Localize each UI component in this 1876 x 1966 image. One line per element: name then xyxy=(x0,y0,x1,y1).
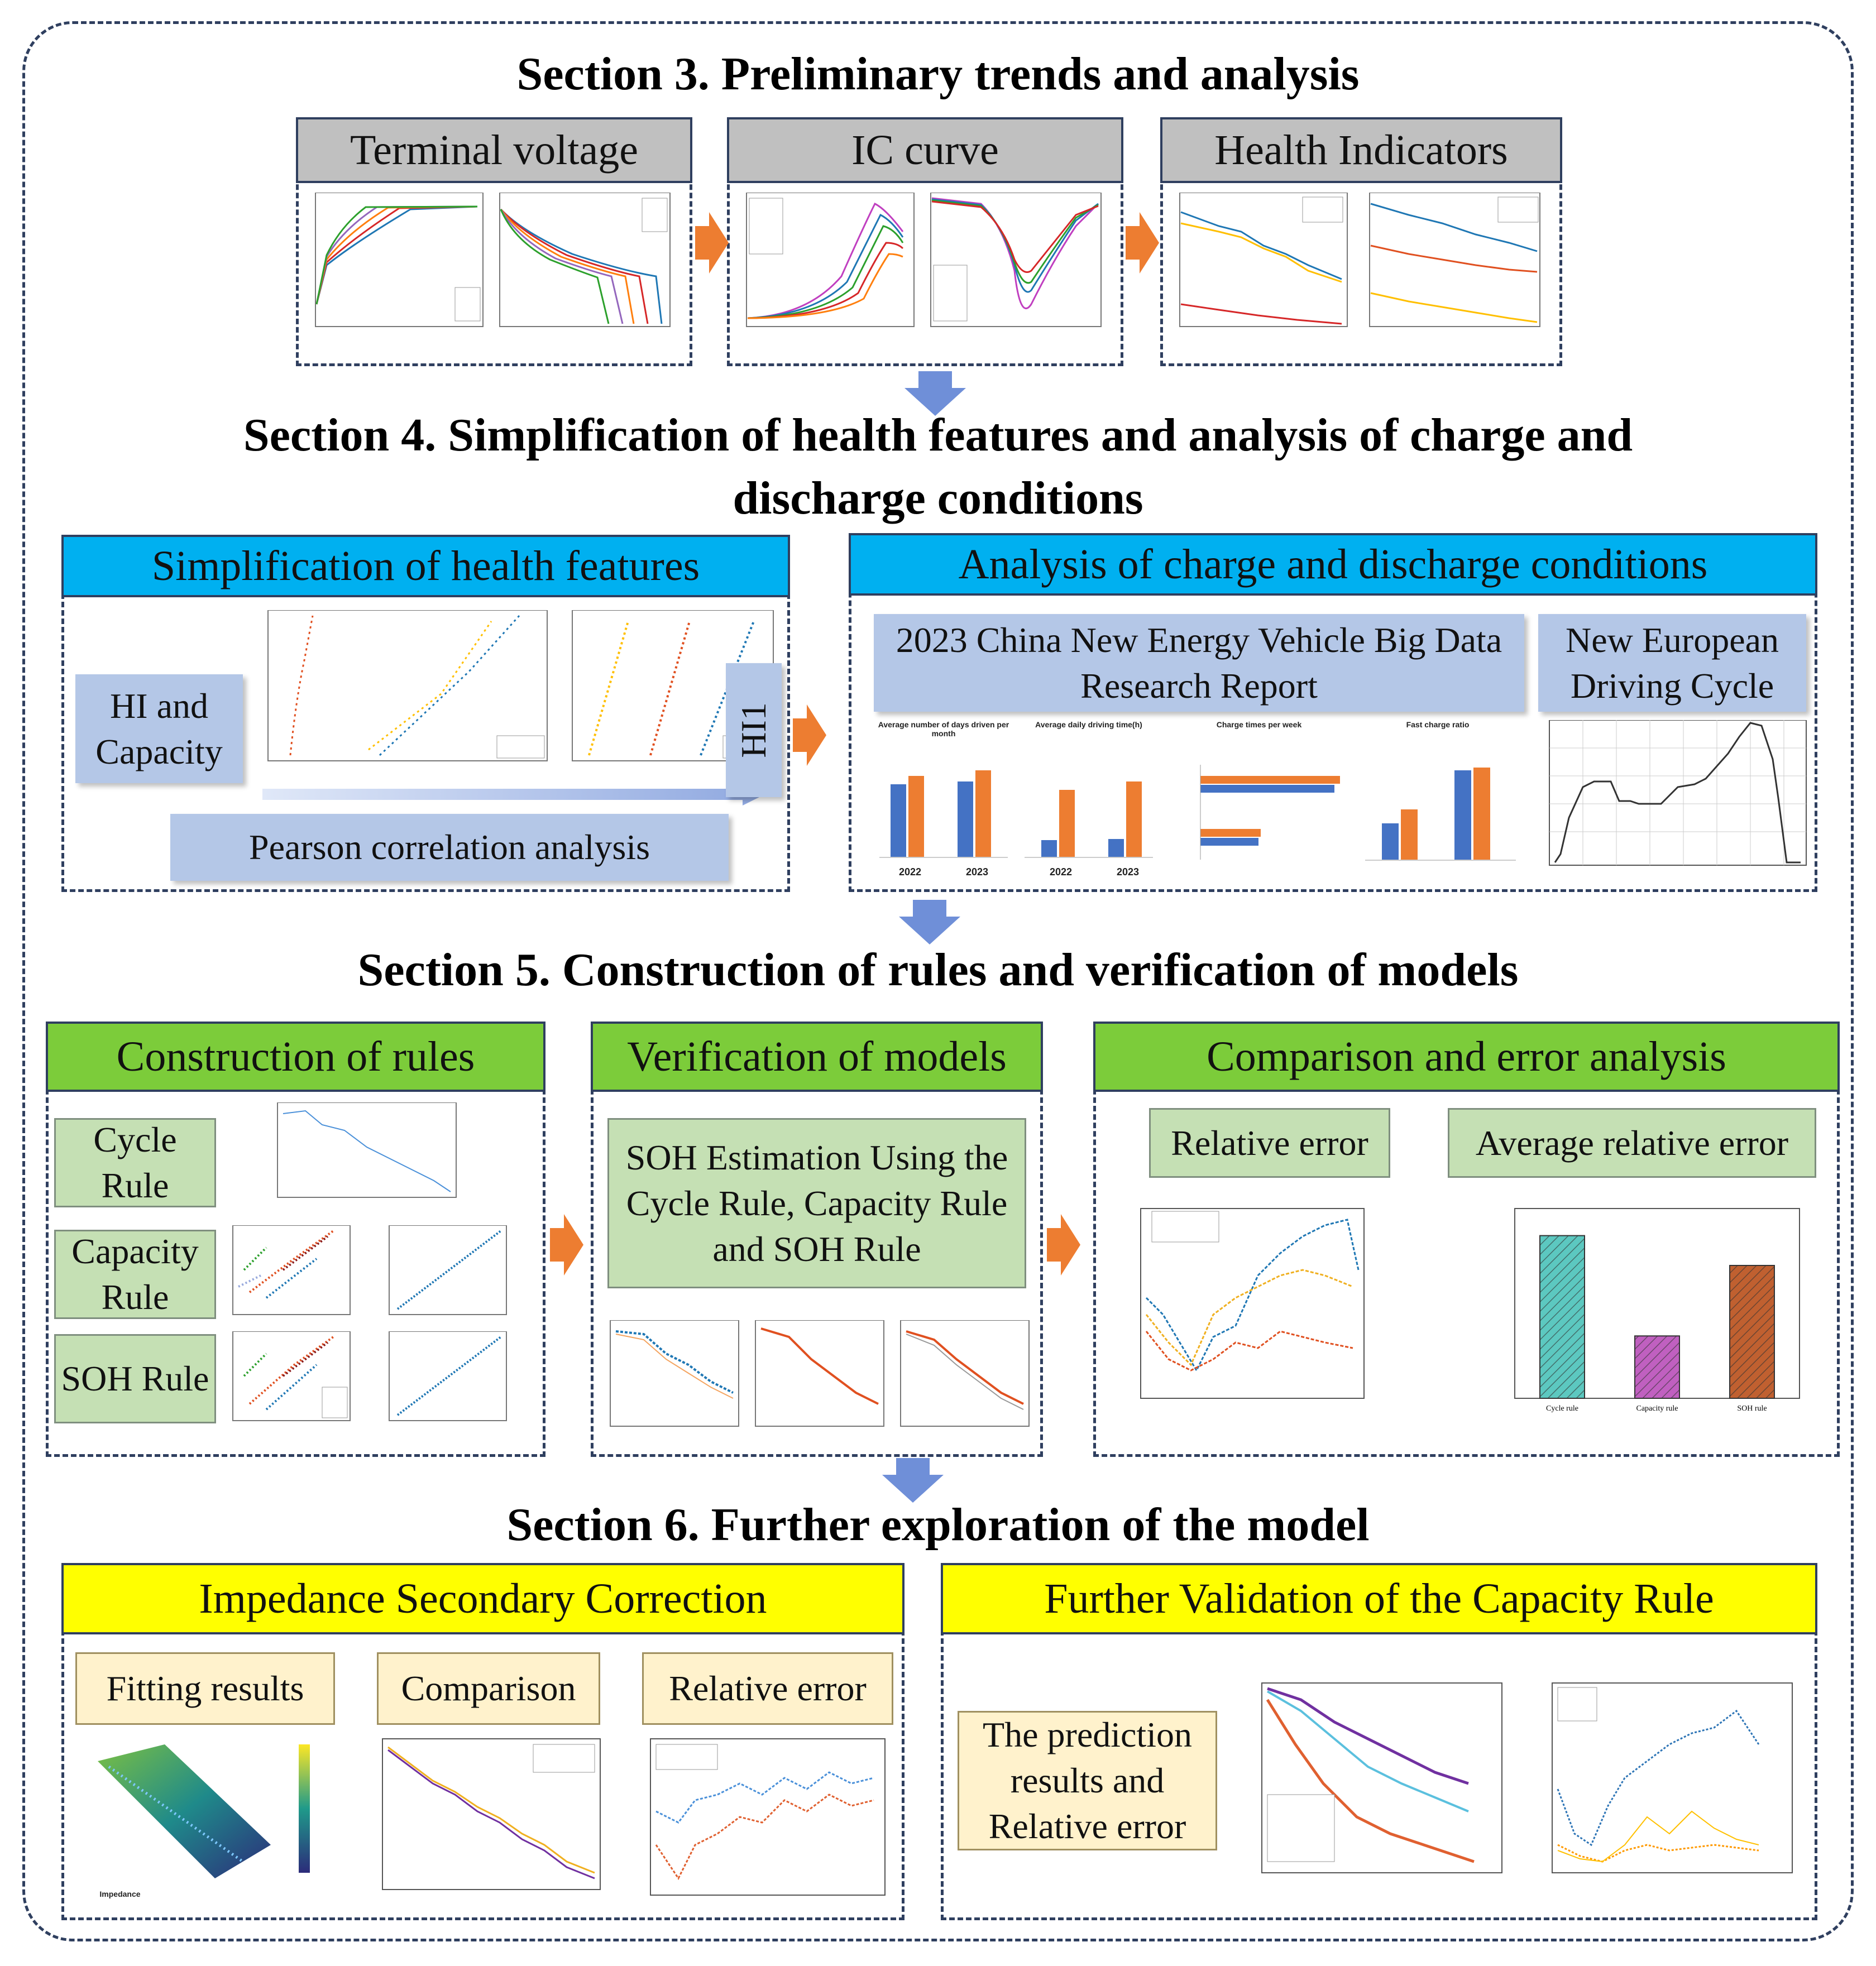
terminal-voltage-panel: Terminal voltage xyxy=(296,117,692,366)
impedance-header: Impedance Secondary Correction xyxy=(61,1563,904,1634)
orange-arrow-4 xyxy=(550,1214,583,1275)
mini-chart-charge-times-bars xyxy=(1200,765,1340,860)
verification-panel: Verification of models SOH Estimation Us… xyxy=(591,1022,1043,1457)
impedance-panel: Impedance Secondary Correction Fitting r… xyxy=(61,1563,904,1920)
section5-title: Section 5. Construction of rules and ver… xyxy=(357,944,1519,996)
soh-rule-box: SOH Rule xyxy=(54,1334,216,1423)
mini-chart-charge-times: Charge times per week xyxy=(1167,720,1351,882)
conditions-panel: Analysis of charge and discharge conditi… xyxy=(849,533,1817,892)
hi1-label: HI1 xyxy=(734,702,773,758)
nedc-box: New European Driving Cycle xyxy=(1538,614,1806,712)
orange-arrow-5 xyxy=(1047,1214,1080,1275)
capacity-rule-fit xyxy=(389,1225,507,1315)
verification-plots xyxy=(610,1320,1030,1427)
rules-panel: Construction of rules Cycle Rule Capacit… xyxy=(46,1022,545,1457)
relative-error-box: Relative error xyxy=(1149,1108,1390,1178)
orange-arrow-2 xyxy=(1126,212,1159,274)
validation-soh-plot xyxy=(1261,1682,1502,1873)
validation-panel: Further Validation of the Capacity Rule … xyxy=(941,1563,1817,1920)
avg-relative-error-box: Average relative error xyxy=(1448,1108,1816,1178)
rules-header: Construction of rules xyxy=(46,1022,545,1092)
ic-curve-header: IC curve xyxy=(727,117,1123,183)
health-indicators-header: Health Indicators xyxy=(1160,117,1562,183)
mini-chart-days-cat-2022: 2022 xyxy=(898,866,922,877)
relative-error-plot xyxy=(1140,1208,1365,1399)
avg-error-bar-hatch xyxy=(1730,1265,1774,1398)
conditions-header: Analysis of charge and discharge conditi… xyxy=(849,533,1817,596)
hi1-box: HI1 xyxy=(726,663,782,797)
hi-capacity-box: HI and Capacity xyxy=(75,674,243,783)
capacity-rule-scatter xyxy=(232,1225,351,1315)
mini-chart-days-title: Average number of days driven per month xyxy=(878,720,1009,738)
section4-title-line1: Section 4. Simplification of health feat… xyxy=(243,409,1633,461)
section3-title: Section 3. Preliminary trends and analys… xyxy=(516,48,1360,100)
section4-title-line2: discharge conditions xyxy=(733,472,1143,524)
nedc-chart xyxy=(1549,720,1807,866)
cycle-rule-box: Cycle Rule xyxy=(54,1118,216,1207)
pearson-arrow-bar xyxy=(262,783,765,805)
pearson-box: Pearson correlation analysis xyxy=(170,814,729,881)
soh-estimation-box: SOH Estimation Using the Cycle Rule, Cap… xyxy=(607,1118,1026,1288)
avg-error-tick-label: Capacity rule xyxy=(1636,1404,1678,1413)
mini-chart-days: Average number of days driven per month … xyxy=(874,720,1013,882)
verification-header: Verification of models xyxy=(591,1022,1043,1092)
section6-title: Section 6. Further exploration of the mo… xyxy=(506,1499,1370,1551)
outer-dashed-frame xyxy=(22,21,1854,1941)
capacity-rule-box: Capacity Rule xyxy=(54,1230,216,1319)
orange-arrow-3 xyxy=(793,704,826,766)
comparison-box: Comparison xyxy=(377,1652,600,1725)
simplification-panel: Simplification of health features HI and… xyxy=(61,535,790,892)
fitting-x-label: Impedance xyxy=(99,1890,141,1898)
blue-down-arrow-1 xyxy=(904,371,966,416)
mini-chart-fast-charge-title: Fast charge ratio xyxy=(1406,720,1470,729)
relative-error-plot-2 xyxy=(650,1738,886,1896)
avg-error-bar-hatch xyxy=(1635,1336,1679,1398)
mini-chart-driving-time-bars xyxy=(1025,781,1153,858)
health-indicators-plots xyxy=(1179,193,1540,327)
mini-chart-fast-charge-bars xyxy=(1365,768,1516,861)
mini-chart-driving-time-cat-2023: 2023 xyxy=(1116,866,1140,877)
blue-down-arrow-2 xyxy=(899,900,960,944)
validation-header: Further Validation of the Capacity Rule xyxy=(941,1563,1817,1634)
orange-arrow-1 xyxy=(695,212,729,274)
comparison-panel: Comparison and error analysis Relative e… xyxy=(1093,1022,1840,1457)
cycle-rule-plot xyxy=(277,1102,457,1198)
mini-chart-driving-time-cat-2022: 2022 xyxy=(1049,866,1073,877)
soh-rule-fit xyxy=(389,1331,507,1421)
comparison-header: Comparison and error analysis xyxy=(1093,1022,1840,1092)
mini-chart-days-bars xyxy=(879,770,1008,858)
avg-error-tick-label: Cycle rule xyxy=(1546,1404,1578,1413)
mini-chart-days-cat-2023: 2023 xyxy=(965,866,989,877)
blue-down-arrow-3 xyxy=(882,1458,944,1503)
ic-curve-plots xyxy=(746,193,1102,327)
mini-chart-driving-time: Average daily driving time(h) 2022 2023 xyxy=(1019,720,1159,882)
relative-error-box-2: Relative error xyxy=(642,1652,893,1725)
prediction-results-box: The prediction results and Relative erro… xyxy=(958,1711,1217,1850)
terminal-voltage-plots xyxy=(315,193,671,327)
mini-chart-charge-times-title: Charge times per week xyxy=(1216,720,1302,729)
avg-error-bar-hatch xyxy=(1540,1235,1585,1398)
soh-rule-scatter xyxy=(232,1331,351,1421)
ic-curve-panel: IC curve xyxy=(727,117,1123,366)
mini-chart-driving-time-title: Average daily driving time(h) xyxy=(1035,720,1142,729)
health-indicators-panel: Health Indicators xyxy=(1160,117,1562,366)
scatter-hi-capacity-1 xyxy=(267,610,548,761)
avg-relative-error-bar-chart: Cycle rule Capacity rule SOH rule xyxy=(1514,1208,1800,1413)
comparison-plot xyxy=(382,1738,601,1890)
fitting-surface-plot xyxy=(98,1744,310,1878)
validation-error-plot xyxy=(1552,1682,1793,1873)
mini-chart-fast-charge: Fast charge ratio xyxy=(1354,720,1521,882)
terminal-voltage-header: Terminal voltage xyxy=(296,117,692,183)
fitting-results-box: Fitting results xyxy=(75,1652,335,1725)
report-box: 2023 China New Energy Vehicle Big Data R… xyxy=(874,614,1524,712)
avg-error-tick-label: SOH rule xyxy=(1737,1404,1767,1413)
simplification-header: Simplification of health features xyxy=(61,535,790,597)
